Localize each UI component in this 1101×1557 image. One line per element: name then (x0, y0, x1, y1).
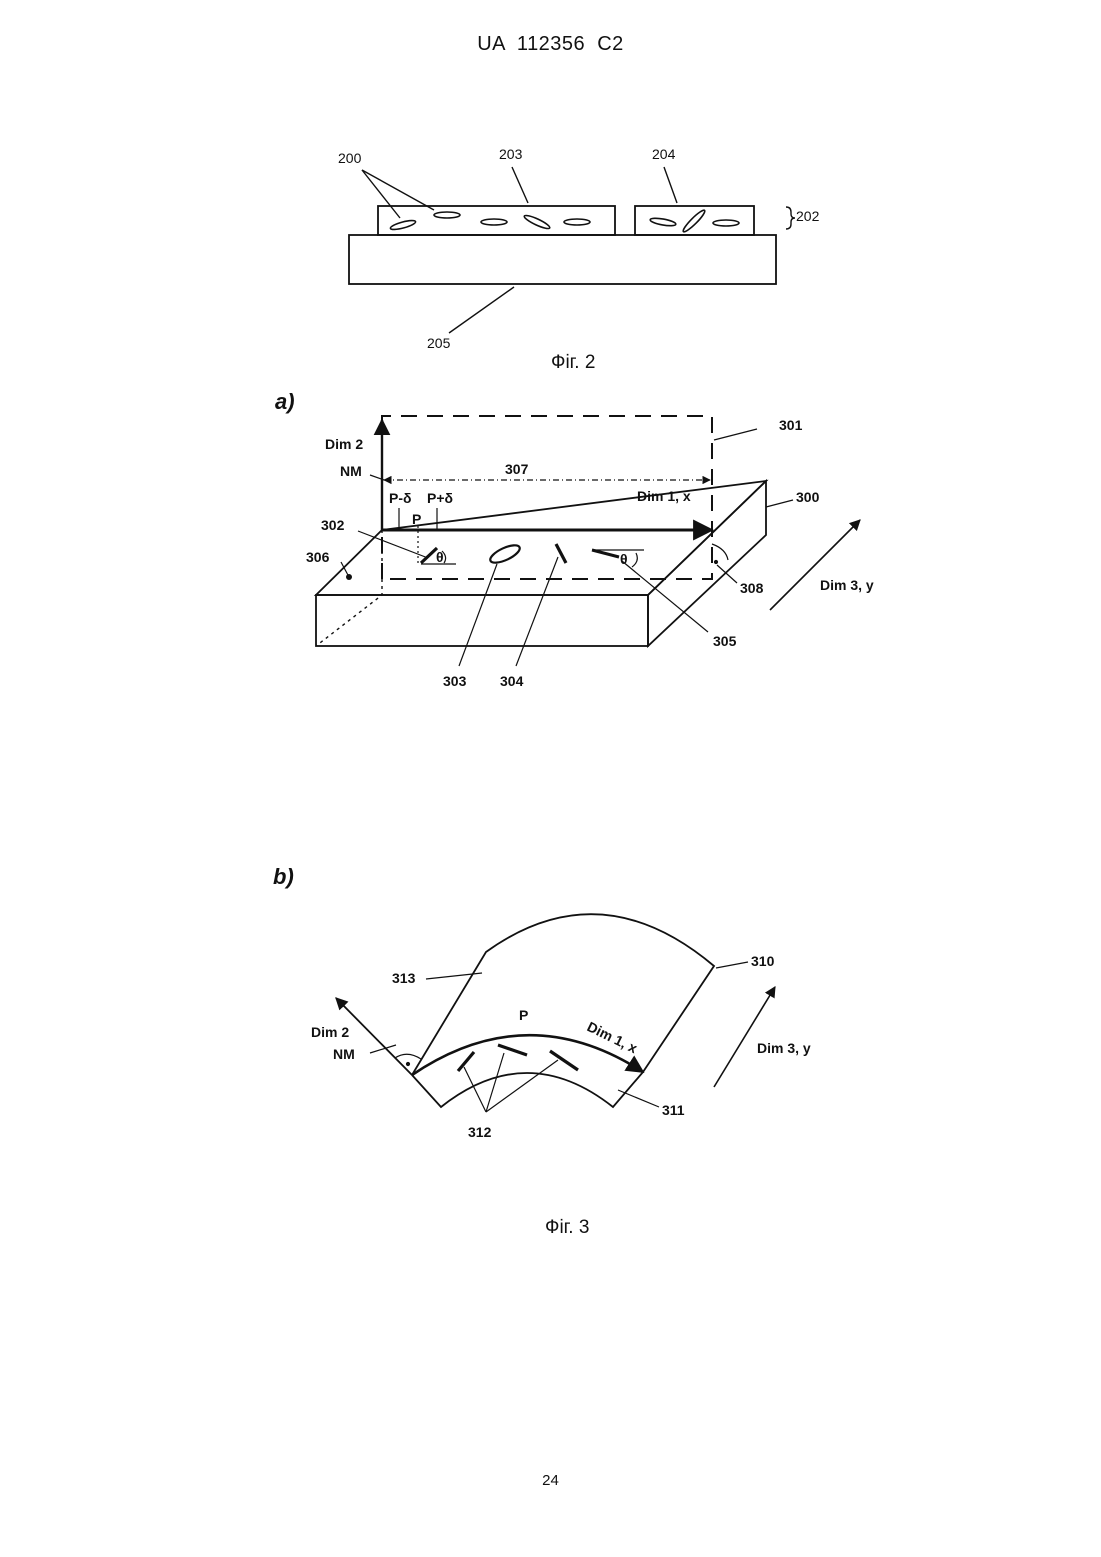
figure-3a-labels: Dim 2 NM 307 P-δ P+δ P Dim 1, x 301 300 … (306, 417, 874, 689)
ref-200-label: 200 (338, 150, 362, 166)
molecule-312 (458, 1052, 474, 1071)
nm-label-b: NM (333, 1046, 355, 1062)
p-plus-delta-label: P+δ (427, 490, 453, 506)
theta-arc-right (632, 553, 637, 567)
ref-205-label: 205 (427, 335, 451, 351)
molecule-305 (592, 550, 619, 557)
dim1-label: Dim 1, x (637, 488, 691, 504)
ref-305-label: 305 (713, 633, 737, 649)
ref-203-label: 203 (499, 146, 523, 162)
leader-line (362, 170, 434, 210)
molecule-312 (498, 1045, 527, 1055)
molecule-ellipse (523, 213, 551, 230)
right-angle-308 (712, 544, 728, 560)
molecule-302 (421, 548, 437, 563)
figure-3a-drawing (316, 416, 860, 666)
leader-line (717, 565, 737, 583)
molecule-ellipses (390, 208, 739, 233)
ref-313-label: 313 (392, 970, 416, 986)
figure-2-labels: 200 203 204 202 205 Фіг. 2 (338, 146, 820, 373)
molecule-312 (550, 1051, 578, 1070)
leader-line (714, 429, 757, 440)
figure-3a-leader-lines (341, 429, 793, 666)
molecule-303 (488, 542, 522, 566)
ref-306-label: 306 (306, 549, 330, 565)
panel-b-label: b) (273, 864, 294, 889)
leader-line (766, 500, 793, 507)
dim3-axis-arrow-b (714, 987, 775, 1087)
figure-3-caption: Фіг. 3 (545, 1217, 589, 1238)
dim3-axis-arrow (770, 520, 860, 610)
slab-hidden-edges (316, 530, 382, 646)
leader-line (516, 557, 558, 666)
leader-line (486, 1053, 504, 1112)
molecule-304 (556, 544, 566, 563)
leader-line (622, 561, 708, 632)
strip-sides-311 (412, 1072, 643, 1107)
slab-side-face (648, 481, 766, 646)
dim2-label: Dim 2 (325, 436, 363, 452)
ref-311-label: 311 (662, 1102, 685, 1118)
leader-line (664, 167, 677, 203)
leader-line (512, 167, 528, 203)
molecule-ellipse (481, 219, 507, 225)
leader-line (426, 973, 482, 979)
panel-a-label: a) (275, 389, 295, 414)
leader-line (362, 170, 400, 218)
brace-202 (786, 207, 795, 229)
ref-310-label: 310 (751, 953, 775, 969)
ref-308-label: 308 (740, 580, 764, 596)
ref-304-label: 304 (500, 673, 524, 689)
molecule-ellipse (434, 212, 460, 218)
molecule-ellipse (713, 220, 739, 226)
leader-line (449, 287, 514, 333)
ref-204-label: 204 (652, 146, 676, 162)
p-minus-delta-label: P-δ (389, 490, 412, 506)
dim1-label-b: Dim 1, x (585, 1018, 640, 1056)
molecule-ellipse (650, 217, 677, 227)
ref-301-label: 301 (779, 417, 803, 433)
figure-2 (349, 167, 795, 333)
dim2-label-b: Dim 2 (311, 1024, 349, 1040)
slab-top-face (316, 481, 766, 595)
nm-label: NM (340, 463, 362, 479)
leader-line (486, 1060, 558, 1112)
right-angle-dot (715, 561, 717, 563)
dim3-label: Dim 3, y (820, 577, 874, 593)
figure-3b-labels: 313 310 P Dim 1, x Dim 2 NM Dim 3, y 311… (311, 953, 811, 1140)
right-angle-b (395, 1054, 421, 1059)
dim3-label-b: Dim 3, y (757, 1040, 811, 1056)
right-angle-dot-b (407, 1063, 409, 1065)
molecule-ellipse (681, 208, 706, 233)
ref-300-label: 300 (796, 489, 820, 505)
theta-left-label: θ (436, 549, 444, 565)
figure-2-leader-lines (362, 167, 795, 333)
ref-303-label: 303 (443, 673, 467, 689)
substrate-205-block (349, 235, 776, 284)
leader-line (716, 962, 748, 968)
molecule-ellipse (564, 219, 590, 225)
molecule-ellipse (390, 219, 417, 232)
leader-line (618, 1090, 659, 1107)
ref-312-label: 312 (468, 1124, 492, 1140)
p-label: P (412, 511, 421, 527)
p-label-b: P (519, 1007, 528, 1023)
page-number: 24 (0, 1472, 1101, 1489)
ref-302-label: 302 (321, 517, 345, 533)
figure-2-caption: Фіг. 2 (551, 352, 595, 373)
figure-3b-drawing (336, 914, 775, 1112)
ref-307-label: 307 (505, 461, 529, 477)
theta-right-label: θ (620, 551, 628, 567)
ref-202-label: 202 (796, 208, 820, 224)
